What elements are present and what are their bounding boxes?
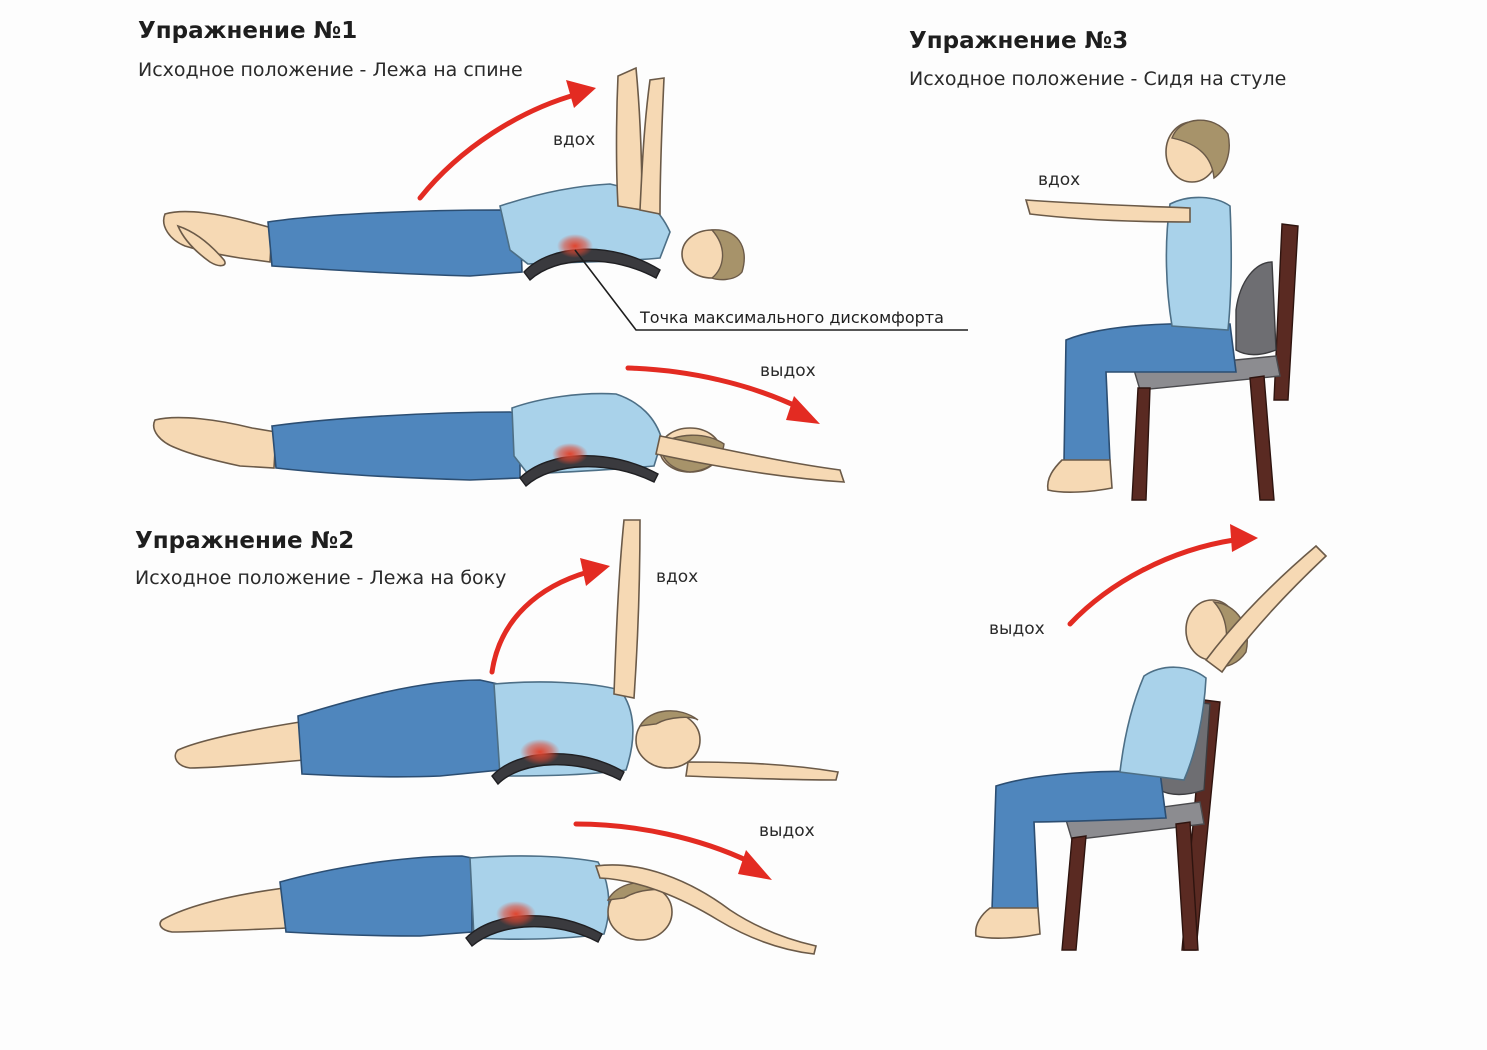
exercise-3-inhale-label: вдох [1038, 170, 1080, 190]
exercise-2-exhale-label: выдох [759, 821, 815, 841]
exercise-2-subtitle: Исходное положение - Лежа на боку [135, 567, 506, 589]
discomfort-point-label: Точка максимального дискомфорта [639, 308, 944, 327]
discomfort-leader-line [574, 249, 968, 331]
figure-1a-lying-arms-up [163, 66, 745, 282]
figure-3a-seated-arms-forward [1024, 119, 1299, 501]
exercise-1-subtitle: Исходное положение - Лежа на спине [138, 59, 523, 81]
exercise-3-title: Упражнение №3 [909, 28, 1128, 54]
exercise-2-inhale-label: вдох [656, 567, 698, 587]
figure-2a-side-arm-up [174, 519, 839, 786]
inhale-arrowhead-1 [566, 80, 596, 108]
exercise-2-title: Упражнение №2 [135, 528, 354, 554]
exercise-3: Упражнение №3 Исходное положение - Сидя … [909, 28, 1328, 951]
exercise-1-exhale-label: выдох [760, 361, 816, 381]
exercise-2: Упражнение №2 Исходное положение - Лежа … [135, 519, 839, 955]
exhale-arrow-3 [1067, 537, 1237, 627]
exhale-arrowhead-2 [738, 850, 772, 880]
figure-2b-side-arm-overhead [159, 855, 817, 955]
exhale-arrow-2 [573, 821, 753, 865]
exhale-arrowhead-1 [786, 396, 820, 424]
exercise-1: Упражнение №1 Исходное положение - Лежа … [138, 18, 968, 488]
figure-1b-lying-arms-overhead [153, 392, 846, 488]
exercise-1-inhale-label: вдох [553, 130, 595, 150]
exercise-1-title: Упражнение №1 [138, 18, 357, 44]
inhale-arrowhead-2 [580, 558, 610, 586]
inhale-arrow-1 [417, 91, 581, 201]
exhale-arrow-1 [625, 365, 803, 411]
exercise-3-exhale-label: выдох [989, 619, 1045, 639]
exhale-arrowhead-3 [1230, 524, 1258, 552]
exercise-3-subtitle: Исходное положение - Сидя на стуле [909, 68, 1286, 90]
figure-3b-seated-arms-raised [974, 544, 1328, 951]
inhale-arrow-2 [489, 569, 591, 675]
